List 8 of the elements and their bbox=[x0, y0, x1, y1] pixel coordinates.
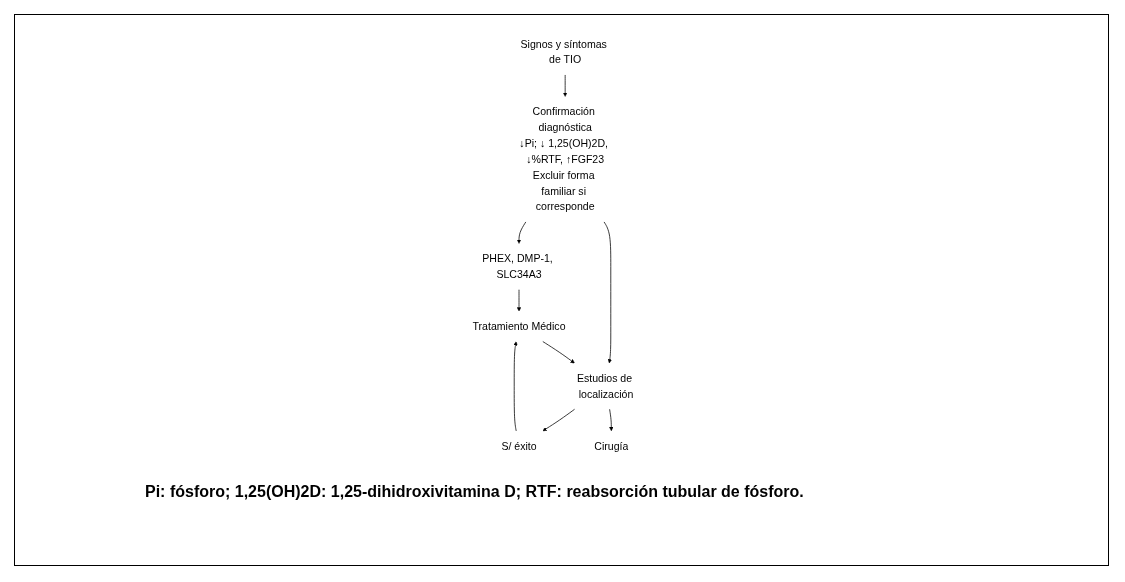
node-text: Cirugía bbox=[594, 440, 629, 453]
node-text: Signos y síntomas de TIO bbox=[520, 37, 607, 66]
node-text: Tratamiento Médico bbox=[472, 320, 566, 333]
caption: Pi: fósforo; 1,25(OH)2D: 1,25-dihidroxivitamina D; RTF: reabsorción tubular de fósforo. bbox=[145, 482, 805, 502]
node-text: Confirmación diagnóstica ↓Pi; ↓ 1,25(OH)2D, ↓%RTF, ↑FGF23 Excluir forma familiar si corresponde bbox=[519, 105, 609, 213]
node-text: Estudios de localización bbox=[576, 372, 634, 401]
node-text: PHEX, DMP-1, SLC34A3 bbox=[482, 252, 553, 281]
node-text: S/ éxito bbox=[501, 440, 537, 453]
